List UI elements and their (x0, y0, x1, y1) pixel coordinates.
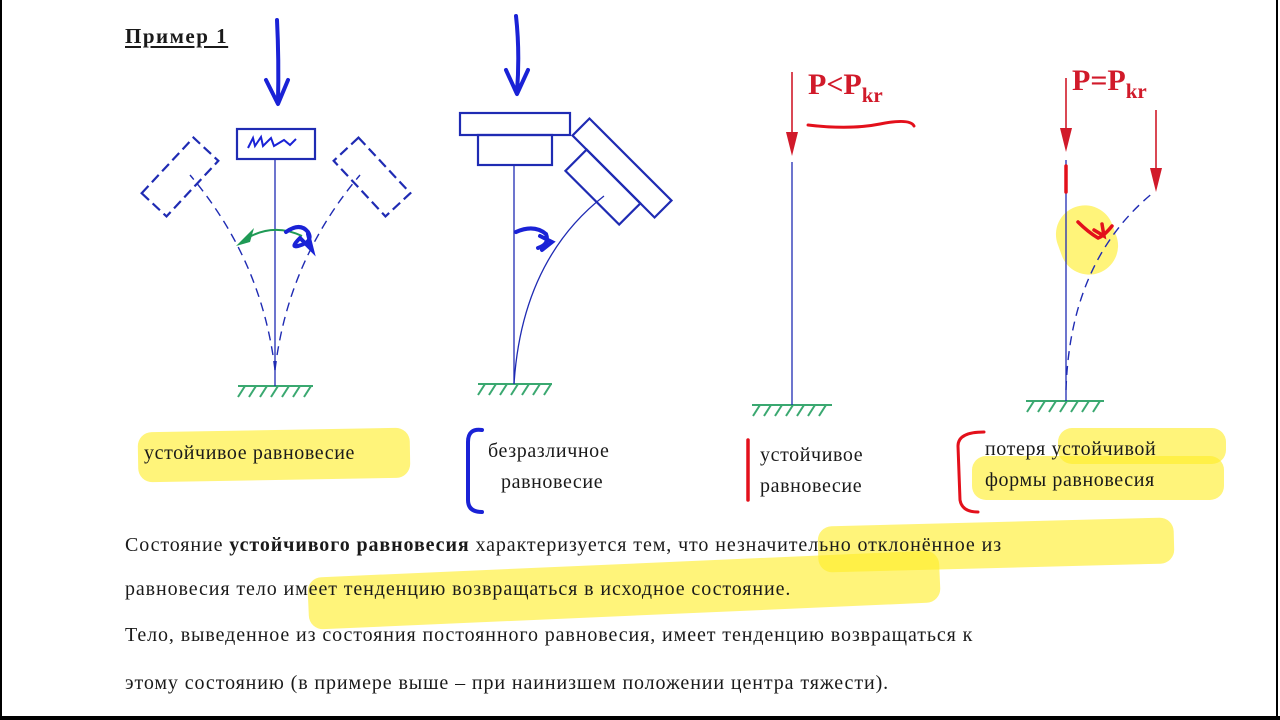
frame-right-border (1276, 0, 1278, 720)
paragraph-1-line-1: Состояние устойчивого равновесия характе… (125, 534, 1002, 556)
force-arrowhead-4b-icon (1150, 168, 1162, 192)
ground-hatch-2 (477, 383, 552, 396)
block-tilted-left (140, 136, 220, 218)
ground-hatch-3 (752, 404, 832, 417)
red-underline-3 (806, 119, 916, 129)
caption-1: устойчивое равновесие (144, 442, 356, 464)
caption-4: потеря устойчивой формы равновесия (985, 438, 1157, 491)
figure-4-buckling (1026, 78, 1162, 413)
load-label-3: P<Pkr (808, 68, 883, 107)
paragraph-1-line-2: равновесия тело имеет тенденцию возвраща… (125, 578, 792, 600)
paragraph-2-line-2: этому состоянию (в примере выше – при на… (125, 672, 890, 694)
down-arrow-icon-1 (264, 18, 290, 106)
deflected-column-left (189, 174, 276, 371)
load-block-2-bottom (476, 133, 554, 167)
figure-3-column (752, 72, 916, 417)
down-arrow-icon-2 (504, 14, 530, 96)
green-arrowhead-icon (236, 228, 254, 246)
frame-bottom-border (0, 716, 1280, 720)
force-arrowhead-3-icon (786, 132, 798, 156)
paragraph-2-line-1: Тело, выведенное из состояния постоянног… (125, 624, 974, 646)
load-block-2-top (458, 111, 572, 137)
ground-hatch-4 (1026, 400, 1104, 413)
deflected-column-2 (513, 195, 605, 385)
caption-bracket-4 (956, 430, 986, 514)
load-label-4: P=Pkr (1072, 64, 1147, 103)
ground-hatch-1 (237, 385, 313, 398)
load-block-1 (235, 127, 317, 161)
force-arrowhead-4a-icon (1060, 128, 1072, 152)
figure-1-stable (140, 18, 412, 398)
highlight-caption-4b (972, 456, 1224, 500)
figure-2-indifferent (458, 14, 674, 396)
deflected-column-4 (1065, 191, 1155, 391)
blue-curl-arrow-icon (514, 226, 556, 252)
frame-left-border (0, 0, 2, 720)
caption-3: устойчивое равновесие (760, 444, 864, 497)
block-tilted-right (332, 136, 412, 218)
blue-swirl-arrow-icon (284, 225, 316, 257)
scribble-in-block (247, 134, 297, 149)
block-tilted-2 (563, 116, 674, 227)
example-title: Пример 1 (125, 24, 229, 48)
caption-bracket-2 (466, 427, 484, 514)
red-swirl-arrow-icon (1076, 220, 1114, 240)
caption-2: безразличное равновесие (488, 440, 610, 493)
deflected-column-right (274, 174, 361, 371)
